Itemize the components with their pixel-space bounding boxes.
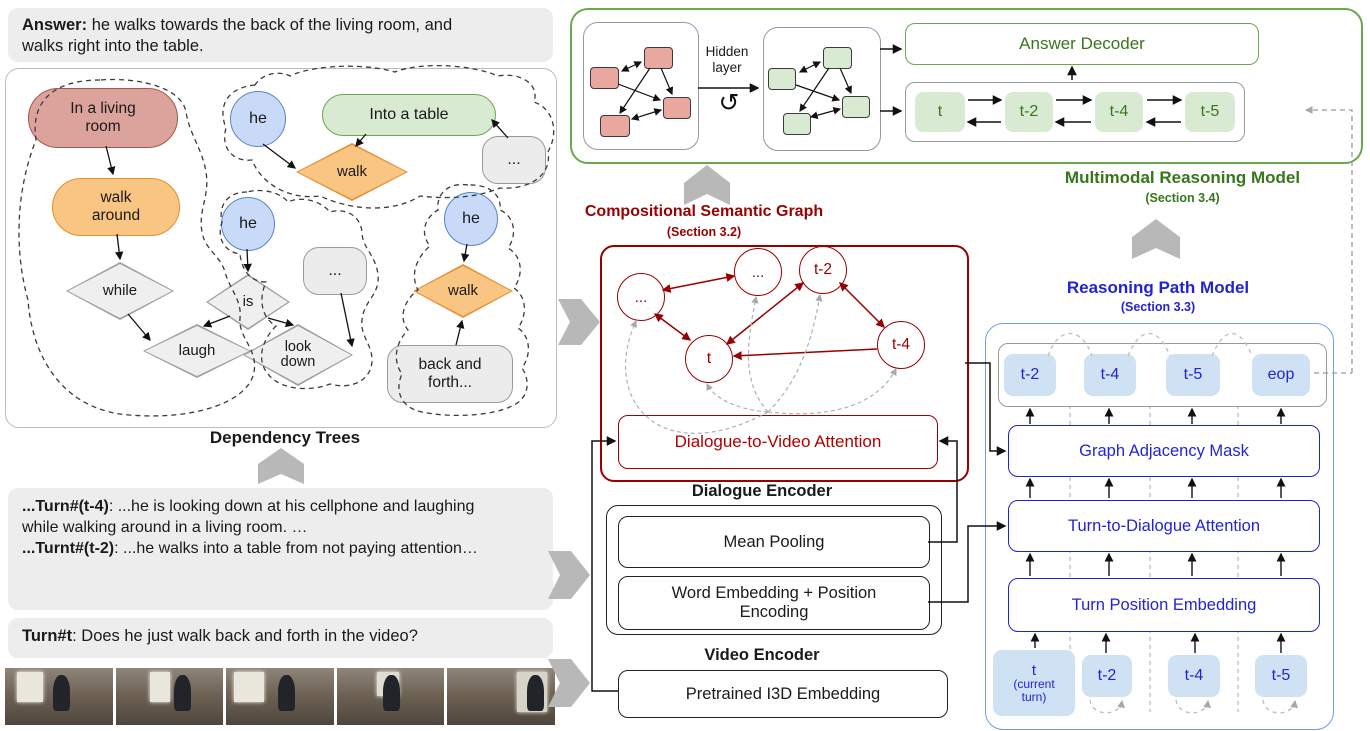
node-into-a-table: Into a table — [322, 94, 496, 136]
turn-t4-text: : ...he is looking down at his cellphone… — [22, 498, 475, 537]
node-look-down: look down — [243, 324, 353, 386]
node-label: ... — [507, 150, 521, 168]
dialogue-history-box: ...Turn#(t-4): ...he is looking down at … — [8, 488, 553, 610]
graph-node — [644, 47, 673, 69]
node-is: is — [206, 274, 290, 330]
current-turn-box: Turn#t: Does he just walk back and forth… — [8, 618, 553, 658]
turn-t2-line: ...Turnt#(t-2): ...he walks into a table… — [22, 538, 492, 559]
graph-node — [590, 67, 619, 89]
node-label: look down — [280, 338, 316, 370]
dialogue-to-video-attention-box: Dialogue-to-Video Attention — [618, 415, 938, 469]
answer-label: Answer: — [22, 16, 88, 34]
path-token-t2: t-2 — [1004, 354, 1056, 396]
input-token-t2: t-2 — [1082, 655, 1132, 697]
video-frame-2 — [115, 668, 224, 725]
seq-token-t4: t-4 — [1095, 92, 1143, 132]
graph-node — [842, 96, 870, 118]
video-frame-1 — [5, 668, 113, 725]
path-token-t4: t-4 — [1084, 354, 1136, 396]
node-label: he — [239, 215, 257, 232]
node-label: walk — [336, 163, 367, 181]
multimodal-model-panel — [570, 8, 1363, 164]
turn-position-embedding-box: Turn Position Embedding — [1008, 578, 1320, 632]
node-label: In a living room — [70, 100, 136, 135]
node-label: he — [249, 110, 267, 127]
word-embedding-box: Word Embedding + Position Encoding — [618, 576, 930, 630]
hidden-layer-label: Hidden layer — [705, 44, 749, 76]
node-ellipsis-2: ... — [303, 247, 367, 295]
seq-token-t5: t-5 — [1185, 92, 1235, 132]
node-he-3: he — [444, 192, 498, 246]
graph-node — [768, 68, 796, 90]
mean-pooling-box: Mean Pooling — [618, 516, 930, 568]
node-label: he — [462, 210, 480, 227]
node-in-a-living-room: In a living room — [28, 88, 178, 148]
video-frame-4 — [336, 668, 445, 725]
graph-node-t4: t-4 — [877, 321, 925, 369]
graph-panel-visual — [583, 22, 699, 150]
node-label: is — [242, 293, 254, 311]
graph-node — [823, 47, 852, 69]
reasoning-path-section: (Section 3.3) — [1120, 300, 1196, 314]
path-token-t5: t-5 — [1166, 354, 1220, 396]
path-token-eop: eop — [1252, 354, 1310, 396]
node-label: back and forth... — [418, 356, 482, 391]
node-walk-around: walk around — [52, 178, 180, 236]
seq-token-t2: t-2 — [1005, 92, 1053, 132]
semantic-graph-title: Compositional Semantic Graph — [584, 203, 824, 220]
graph-node — [600, 115, 630, 137]
turn-to-dialogue-attention-box: Turn-to-Dialogue Attention — [1008, 500, 1320, 552]
input-token-t-current: t (current turn) — [993, 650, 1075, 716]
graph-node-t: t — [685, 335, 733, 383]
node-walk-1: walk — [296, 143, 408, 201]
graph-panel-hidden — [763, 27, 881, 151]
video-frame-3 — [226, 668, 334, 725]
node-label: Into a table — [369, 105, 449, 123]
turn-t4-label: ...Turn#(t-4) — [22, 498, 109, 515]
turn-t4-line: ...Turn#(t-4): ...he is looking down at … — [22, 496, 492, 538]
graph-adjacency-mask-box: Graph Adjacency Mask — [1008, 425, 1320, 477]
node-he-1: he — [230, 91, 286, 147]
recurrence-icon: ↺ — [718, 89, 740, 117]
video-frame-strip — [5, 668, 555, 725]
current-turn-token: t — [1031, 661, 1037, 679]
current-turn-label: Turn#t — [22, 627, 73, 645]
video-frame-5 — [447, 668, 555, 725]
video-encoder-title: Video Encoder — [704, 646, 820, 664]
graph-node — [663, 97, 691, 119]
turn-t2-label: ...Turnt#(t-2) — [22, 540, 115, 558]
turn-t2-text: : ...he walks into a table from not payi… — [114, 540, 478, 558]
answer-box: Answer: he walks towards the back of the… — [8, 8, 553, 62]
current-turn-sub: (current turn) — [1013, 677, 1055, 704]
node-label: ... — [328, 261, 342, 279]
node-he-2: he — [221, 197, 275, 251]
node-laugh: laugh — [143, 324, 251, 378]
node-ellipsis-1: ... — [482, 136, 546, 184]
node-label: while — [102, 282, 138, 300]
answer-decoder-box: Answer Decoder — [905, 23, 1259, 65]
answer-text: he walks towards the back of the living … — [22, 16, 453, 55]
graph-node-t2: t-2 — [799, 246, 847, 294]
current-turn-text: : Does he just walk back and forth in th… — [72, 627, 418, 645]
input-token-t4: t-4 — [1168, 655, 1220, 697]
node-label: walk — [447, 282, 478, 300]
node-while: while — [66, 262, 174, 320]
node-back-and-forth: back and forth... — [387, 345, 513, 403]
dialogue-encoder-title: Dialogue Encoder — [691, 482, 833, 500]
node-label: laugh — [178, 342, 216, 360]
multimodal-model-section: (Section 3.4) — [1145, 191, 1220, 205]
dependency-trees-caption: Dependency Trees — [209, 428, 361, 447]
semantic-graph-section: (Section 3.2) — [666, 225, 742, 239]
graph-node — [783, 113, 811, 135]
multimodal-model-title: Multimodal Reasoning Model — [1064, 168, 1301, 187]
node-walk-2: walk — [413, 264, 513, 318]
graph-node-dots-b: ... — [734, 248, 782, 296]
input-token-t5: t-5 — [1255, 655, 1307, 697]
i3d-embedding-box: Pretrained I3D Embedding — [618, 670, 948, 718]
reasoning-path-title: Reasoning Path Model — [1066, 278, 1250, 297]
seq-token-t: t — [915, 92, 965, 132]
graph-node-dots-a: ... — [617, 273, 665, 321]
node-label: walk around — [91, 189, 141, 224]
